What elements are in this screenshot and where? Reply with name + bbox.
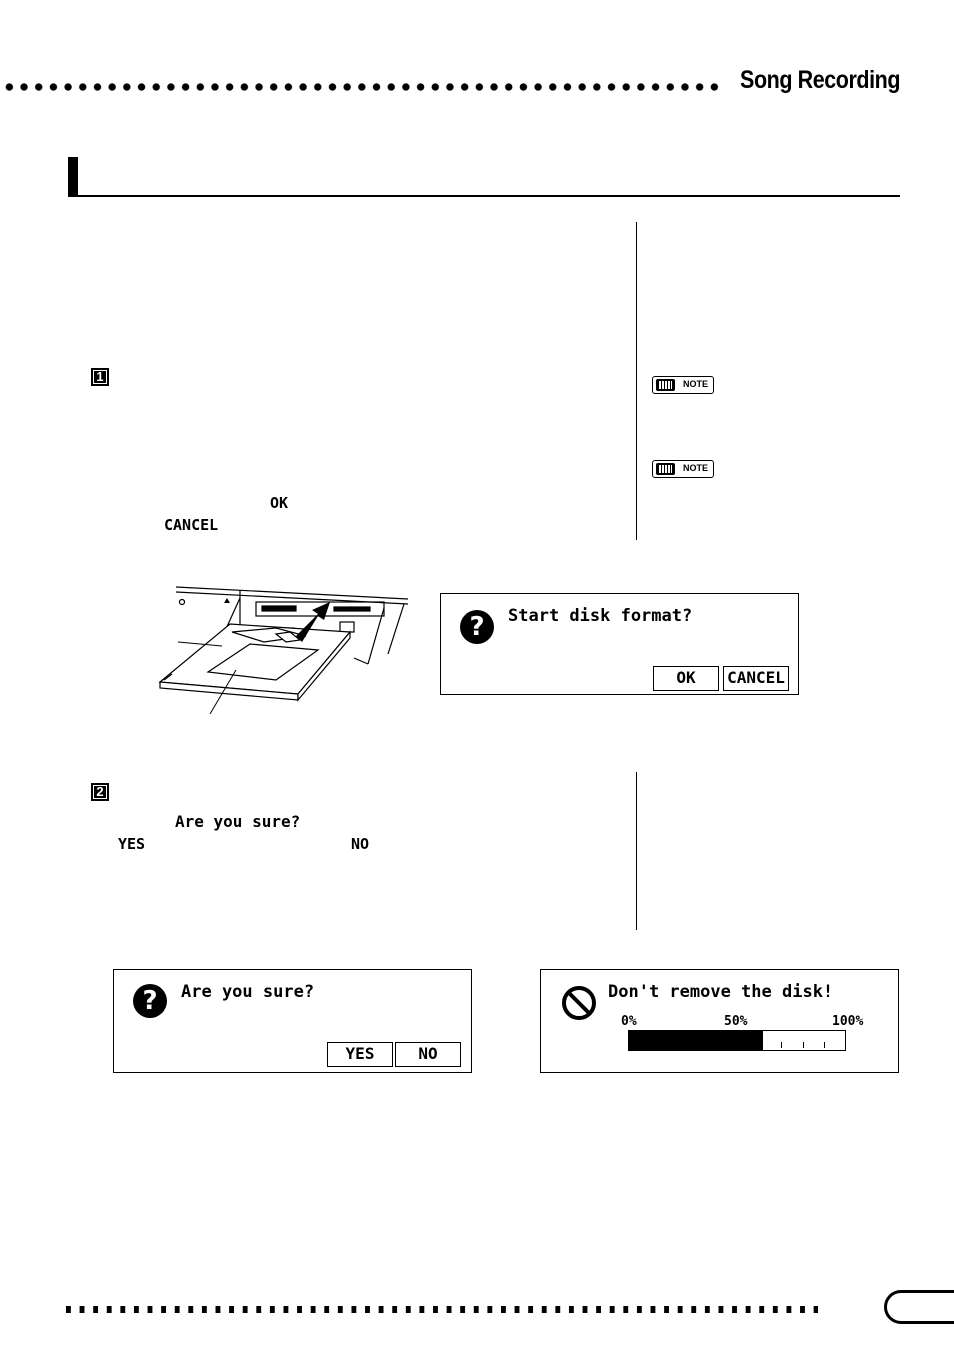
progress-label-100: 100% xyxy=(832,1014,864,1029)
step-2-yes-label: YES xyxy=(118,835,146,853)
note-badge-label: NOTE xyxy=(683,463,709,473)
note-badge-1: NOTE xyxy=(652,376,714,394)
section-heading-rule xyxy=(68,195,900,197)
progress-label-50: 50% xyxy=(724,1014,748,1029)
disk-insertion-illustration xyxy=(158,586,409,714)
page-number-tab xyxy=(884,1290,954,1324)
column-divider-upper xyxy=(636,222,637,540)
dialog-message: Start disk format? xyxy=(508,606,693,626)
format-confirm-dialog: ? Start disk format? OK CANCEL xyxy=(440,593,799,695)
question-icon: ? xyxy=(460,610,494,644)
up-triangle-mark xyxy=(224,598,230,603)
note-badge-label: NOTE xyxy=(683,379,709,389)
progress-bar xyxy=(628,1030,846,1051)
column-divider-lower xyxy=(636,772,637,930)
callout-line-1 xyxy=(177,641,223,647)
progress-label-0: 0% xyxy=(621,1014,637,1029)
step-2-no-label: NO xyxy=(351,835,370,853)
floppy-disk-line-art xyxy=(158,623,352,702)
note-badge-2: NOTE xyxy=(652,460,714,478)
no-button[interactable]: NO xyxy=(395,1042,461,1067)
note-pad-icon xyxy=(656,463,675,475)
note-pad-icon xyxy=(656,379,675,391)
progress-tick xyxy=(824,1042,825,1048)
are-you-sure-dialog: ? Are you sure? YES NO xyxy=(113,969,472,1073)
header-dot-rule xyxy=(2,82,724,92)
cancel-button[interactable]: CANCEL xyxy=(723,666,789,691)
step-1-marker: 1 xyxy=(91,368,109,386)
step-1-ok-label: OK xyxy=(270,494,289,512)
step-2-confirm-text: Are you sure? xyxy=(175,812,301,831)
section-heading-bar xyxy=(68,157,78,197)
format-progress-dialog: Don't remove the disk! 0% 50% 100% xyxy=(540,969,899,1073)
progress-tick xyxy=(781,1042,782,1048)
prohibited-icon xyxy=(562,986,596,1020)
footer-dash-rule xyxy=(66,1306,818,1313)
callout-line-2 xyxy=(209,669,237,714)
yes-button[interactable]: YES xyxy=(327,1042,393,1067)
progress-tick xyxy=(803,1042,804,1048)
dialog-message: Are you sure? xyxy=(181,982,315,1002)
insert-arrow xyxy=(296,602,330,642)
progress-bar-fill xyxy=(629,1031,763,1050)
ok-button[interactable]: OK xyxy=(653,666,719,691)
dialog-message: Don't remove the disk! xyxy=(608,982,834,1002)
question-icon: ? xyxy=(133,984,167,1018)
page-header-title: Song Recording xyxy=(739,66,900,94)
step-1-cancel-label: CANCEL xyxy=(164,516,219,534)
step-2-marker: 2 xyxy=(91,783,109,801)
